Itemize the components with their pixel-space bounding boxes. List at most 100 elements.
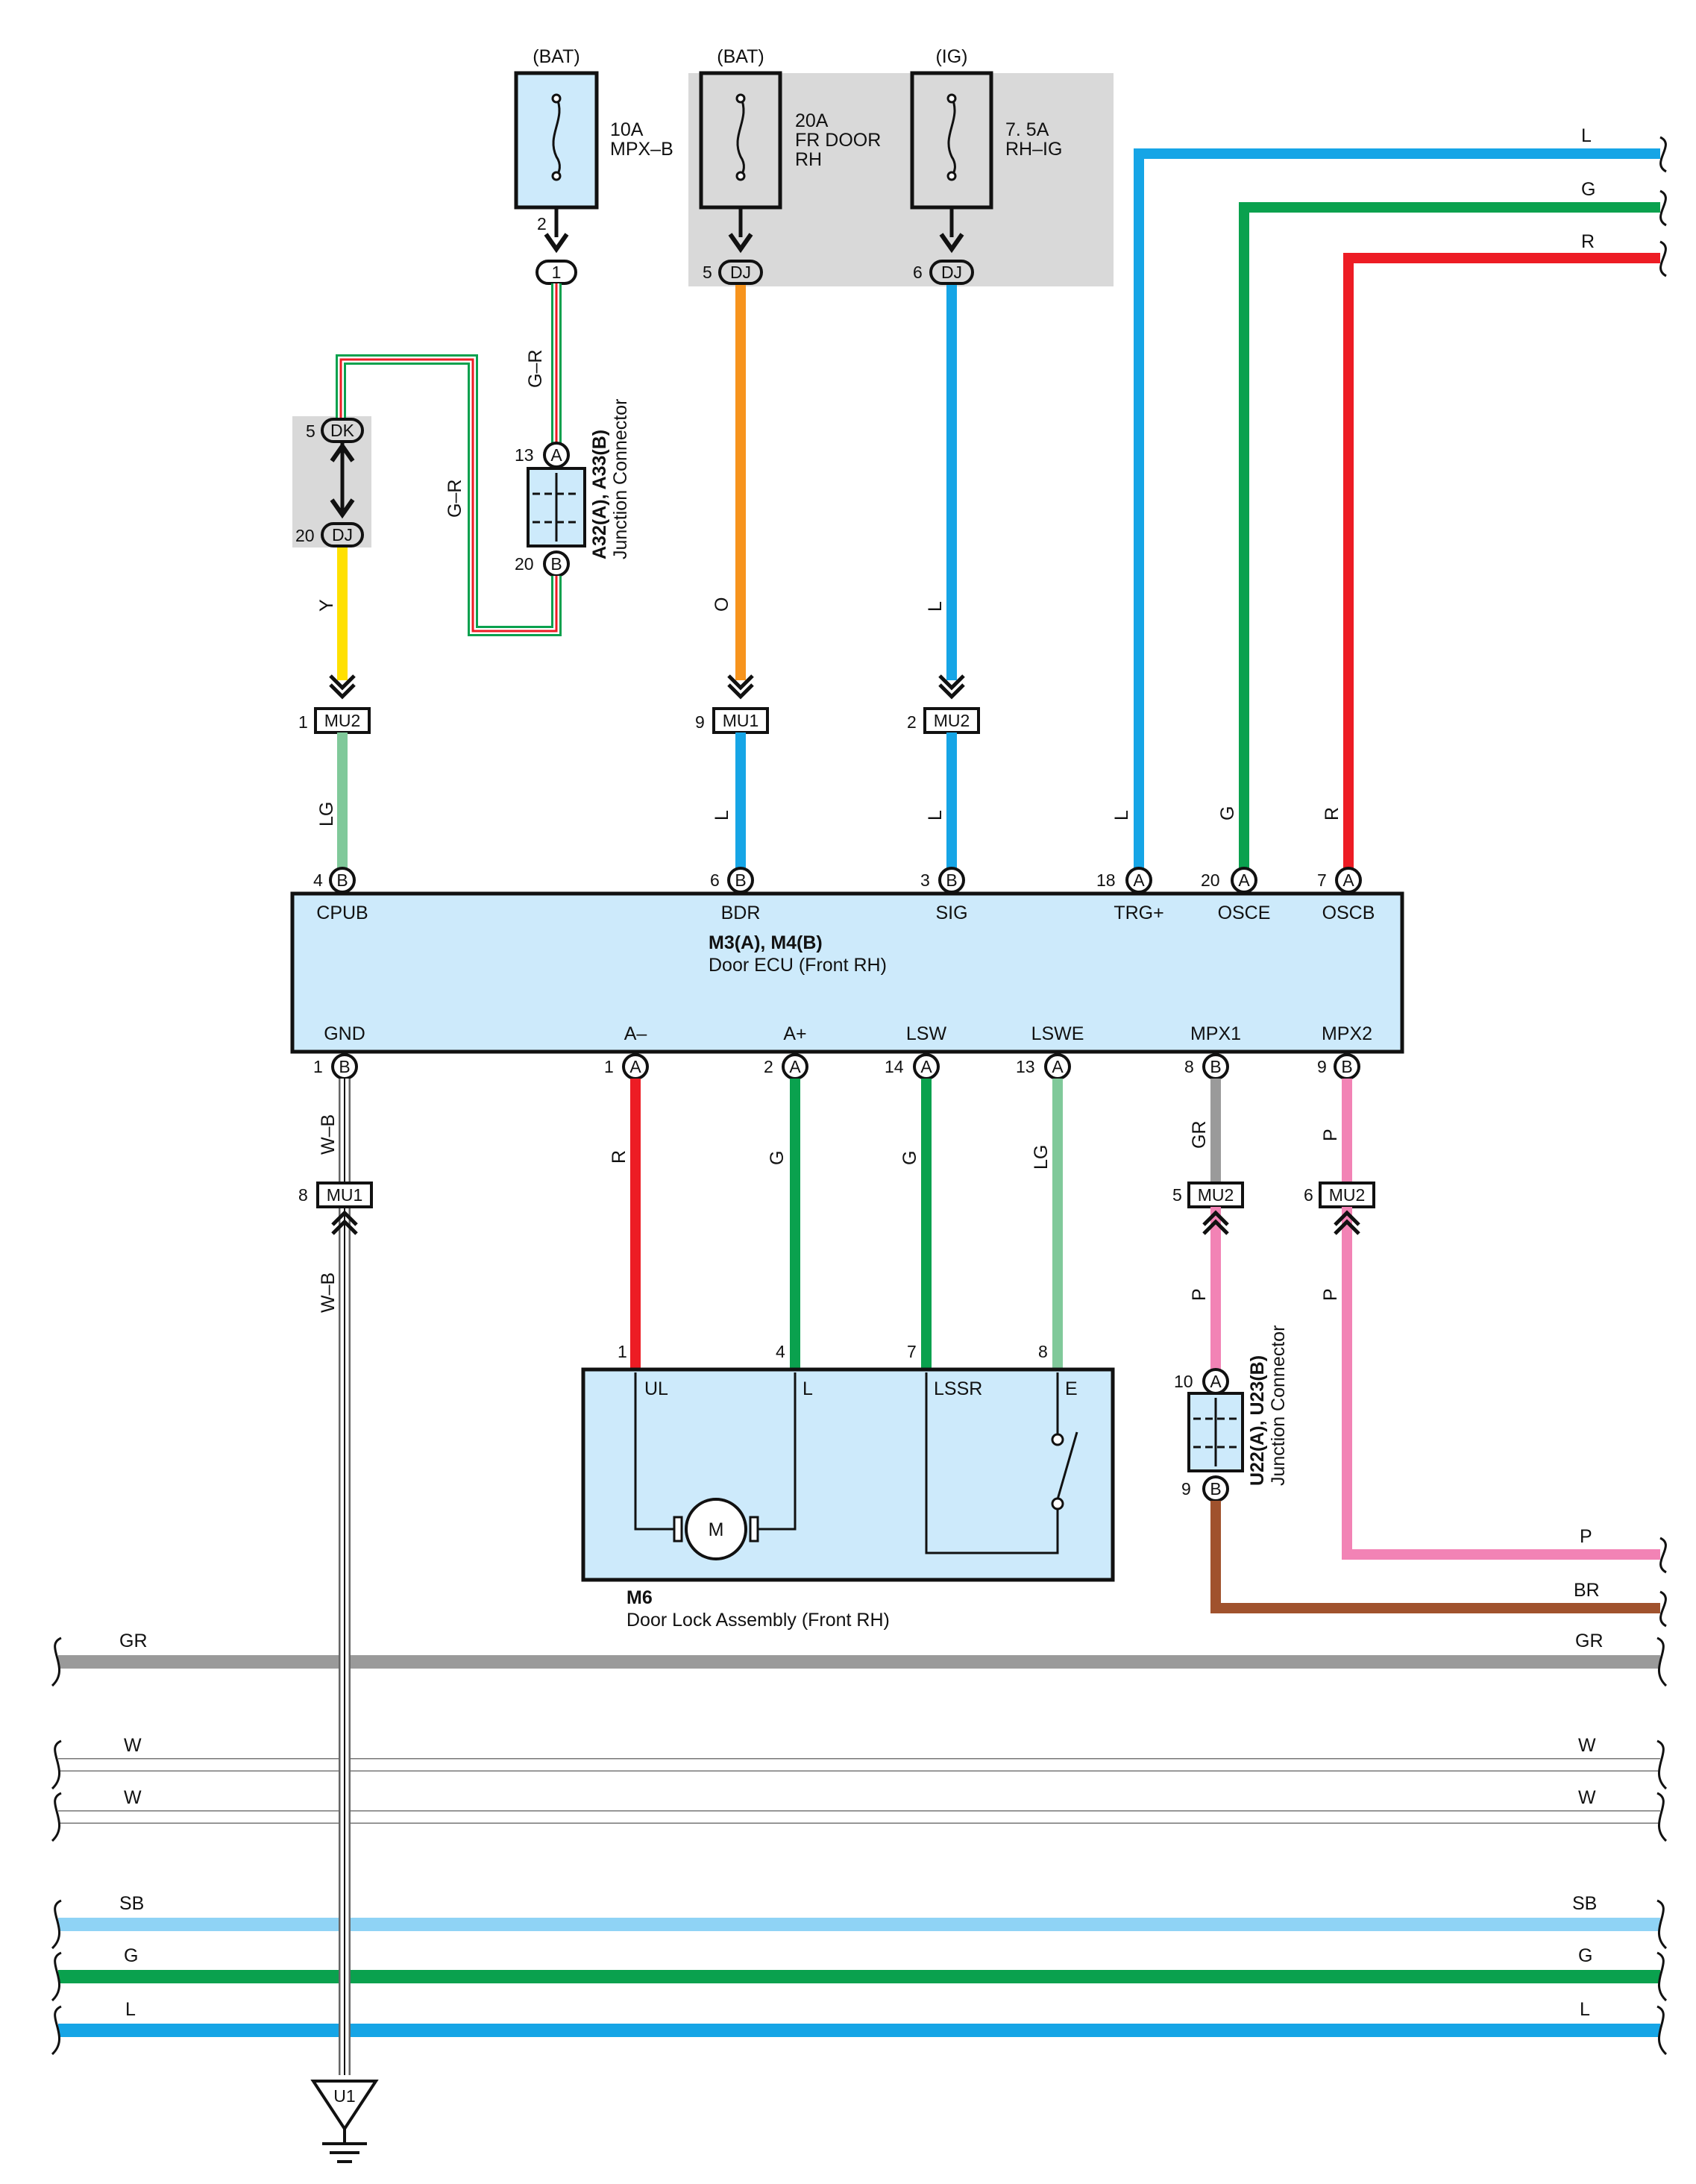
- u22-pin-a-label: A: [1210, 1372, 1222, 1391]
- ecu-bottom-pin-mpx2-num: 9: [1317, 1057, 1327, 1076]
- ecu-bottom-pin-lsw: LSW A 14: [885, 1023, 947, 1080]
- fuse-mpxb-name: MPX–B: [610, 139, 673, 160]
- connector-dk-pin: 5: [306, 421, 315, 441]
- fuse-rhig-source: (IG): [935, 46, 967, 67]
- bus-end-brackets: [51, 1637, 1668, 2056]
- connector-dj-6: [929, 260, 974, 285]
- wire-label-p-mpx2b: P: [1320, 1288, 1341, 1301]
- wire-label-y: Y: [316, 599, 337, 612]
- wire-label-l-trg: L: [1111, 810, 1132, 820]
- fuse-mpxb-pin: 2: [537, 214, 547, 233]
- wire-label-g-ap: G: [767, 1151, 788, 1165]
- wire-label-gr-top: G–R: [525, 350, 546, 388]
- mu2-1-label: MU2: [324, 711, 361, 730]
- door-ecu-box: [290, 891, 1404, 1054]
- bus-w2-right-label: W: [1578, 1787, 1596, 1808]
- mu2-2-label: MU2: [934, 711, 970, 730]
- door-lock-name: M6: [626, 1587, 653, 1608]
- ecu-bottom-pin-lsw-num: 14: [885, 1057, 904, 1076]
- ecu-top-pin-trg-conn: A: [1133, 870, 1145, 890]
- a32-desc: Junction Connector: [610, 399, 631, 559]
- motor-label: M: [709, 1519, 724, 1540]
- ecu-bottom-pin-lsw-label: LSW: [906, 1023, 947, 1044]
- bus-l: L L: [58, 1999, 1660, 2037]
- ecu-top-pin-sig-num: 3: [920, 870, 930, 890]
- bus-g: G G: [58, 1945, 1660, 1983]
- ecu-bottom-pin-gnd: GND B 1: [313, 1023, 365, 1080]
- mu2-1-pin: 1: [298, 712, 308, 732]
- wire-label-gr-mpx1: GR: [1189, 1121, 1210, 1149]
- mu1-9-label: MU1: [723, 711, 759, 730]
- ecu-top-pin-bdr: B 6 BDR: [710, 867, 760, 923]
- door-lock-pin-l-num: 4: [776, 1342, 785, 1361]
- wire-label-l-bdr: L: [712, 810, 732, 820]
- mu2-6-pin: 6: [1304, 1185, 1313, 1205]
- door-lock-pin-ul-label: UL: [644, 1378, 668, 1399]
- wire-p-right: [1342, 1207, 1660, 1560]
- bus-gr-right-label: GR: [1575, 1631, 1604, 1651]
- fuse-frdoor-box: [699, 71, 782, 210]
- fuse-frdoor-pin: 5: [703, 263, 712, 282]
- a32-pin-a-label: A: [550, 445, 562, 465]
- bus-g-right-label: G: [1578, 1945, 1592, 1966]
- bus-gr-left-label: GR: [119, 1631, 148, 1651]
- wire-label-gr-left: G–R: [445, 480, 465, 518]
- fuse-rhig-pin: 6: [913, 263, 923, 282]
- connector-dj20-label: DJ: [332, 525, 353, 545]
- connector-mu2-6: [1319, 1182, 1375, 1208]
- connector-dk-label: DK: [330, 421, 355, 440]
- ecu-top-pin-cpub-label: CPUB: [316, 903, 368, 923]
- connector-1-label: 1: [552, 263, 562, 282]
- ecu-bottom-pin-mpx2-label: MPX2: [1322, 1023, 1372, 1044]
- fuse-frdoor-name2: RH: [795, 149, 822, 170]
- wire-label-l-sig: L: [925, 810, 946, 820]
- mu2-5-pin: 5: [1172, 1185, 1182, 1205]
- bus-w1-left-label: W: [124, 1735, 142, 1756]
- ecu-bottom-pin-gnd-conn: B: [339, 1057, 350, 1076]
- connector-dj-5-label: DJ: [730, 263, 751, 282]
- mu2-5-label: MU2: [1198, 1185, 1234, 1205]
- ecu-bottom-pin-mpx1: MPX1 B 8: [1184, 1023, 1241, 1080]
- bus-sb: SB SB: [58, 1893, 1660, 1931]
- u22-desc: Junction Connector: [1268, 1325, 1289, 1486]
- ecu-top-pin-sig: B 3 SIG: [920, 867, 968, 923]
- mu1-9-pin: 9: [695, 712, 705, 732]
- wire-label-lg-lswe: LG: [1031, 1145, 1052, 1170]
- door-lock-pin-lssr-num: 7: [907, 1342, 917, 1361]
- right-bus-label-br: BR: [1574, 1580, 1600, 1601]
- ecu-bottom-pin-ap-num: 2: [764, 1057, 773, 1076]
- fuse-rhig-amp: 7. 5A: [1005, 119, 1049, 140]
- ecu-top-pin-osce-conn: A: [1238, 870, 1250, 890]
- u22-pin-b-num: 9: [1181, 1479, 1191, 1499]
- ecu-bottom-pin-mpx1-conn: B: [1210, 1057, 1221, 1076]
- ecu-top-pin-oscb-num: 7: [1317, 870, 1327, 890]
- ecu-top-pin-oscb-label: OSCB: [1322, 903, 1375, 923]
- ecu-bottom-pin-lsw-conn: A: [920, 1057, 932, 1076]
- connector-dj-6-label: DJ: [941, 263, 962, 282]
- ecu-bottom-pin-mpx1-label: MPX1: [1190, 1023, 1241, 1044]
- wire-label-l-sig-up: L: [925, 601, 946, 612]
- wire-label-lg-cpub: LG: [316, 802, 337, 826]
- ecu-top-pin-trg-label: TRG+: [1114, 903, 1163, 923]
- a32-name: A32(A), A33(B): [589, 430, 610, 559]
- ecu-top-pin-trg-num: 18: [1096, 870, 1116, 890]
- ecu-bottom-pin-mpx2-conn: B: [1341, 1057, 1352, 1076]
- u22-pin-a-num: 10: [1174, 1372, 1193, 1391]
- ecu-top-pin-osce-label: OSCE: [1218, 903, 1271, 923]
- a32-pin-b-num: 20: [515, 554, 534, 574]
- fuse-frdoor-amp: 20A: [795, 110, 829, 131]
- a32-pin-a-num: 13: [515, 445, 534, 465]
- wire-label-g-osce: G: [1217, 806, 1238, 820]
- mu2-2-pin: 2: [907, 712, 917, 732]
- wire-trg-l: [1134, 148, 1660, 868]
- wire-label-wb-bottom: W–B: [318, 1273, 339, 1313]
- wire-label-r-am: R: [609, 1150, 629, 1164]
- ecu-top-pin-bdr-conn: B: [735, 870, 746, 890]
- ecu-top-pin-osce-num: 20: [1201, 870, 1220, 890]
- ecu-top-pin-sig-label: SIG: [935, 903, 967, 923]
- ecu-bottom-pin-am: A– A 1: [604, 1023, 649, 1080]
- ecu-top-pin-sig-conn: B: [946, 870, 957, 890]
- bus-l-left-label: L: [125, 1999, 136, 2020]
- right-bus-label-g: G: [1581, 179, 1595, 200]
- ecu-name: M3(A), M4(B): [709, 932, 823, 953]
